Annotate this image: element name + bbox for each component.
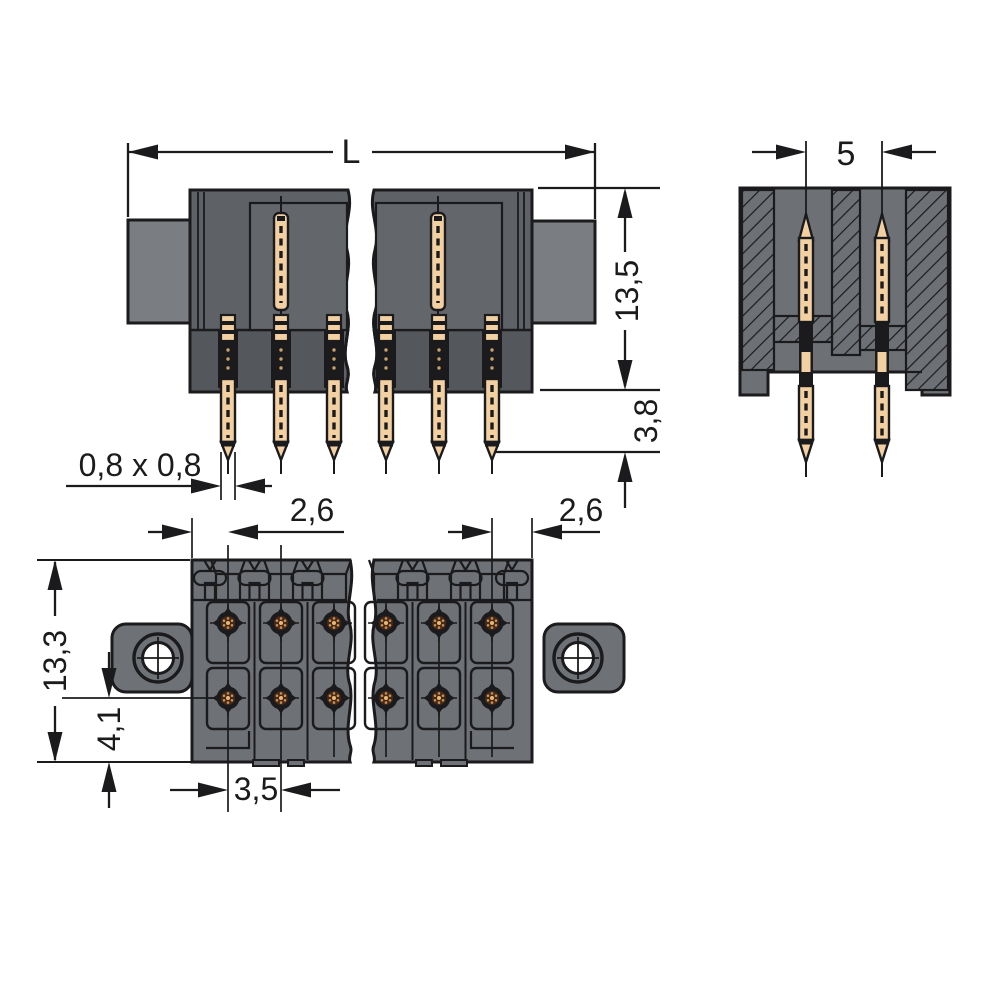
side-view: L 13,5 3,8 0,8 x 0,8: [66, 133, 664, 508]
section-pin: [873, 212, 891, 479]
dim-pin-length-label: 3,8: [628, 399, 664, 443]
dim-pin-pitch-label: 3,5: [234, 771, 278, 807]
solder-pin: [480, 313, 504, 476]
pcb-block-left: [126, 218, 192, 325]
dim-row-offset-label: 4,1: [91, 707, 127, 751]
dim-offset-left-label: 2,6: [290, 492, 334, 528]
solder-pin: [427, 313, 451, 476]
dimension-row-pitch: [752, 141, 936, 216]
dim-length-label: L: [342, 133, 361, 171]
section-pin: [797, 212, 815, 479]
dimension-length: [126, 143, 597, 219]
plan-view: 2,6 2,6 13,3 4,1: [37, 492, 626, 812]
pcb-block-right: [530, 219, 597, 325]
solder-pin: [374, 313, 398, 476]
dim-pin-square-label: 0,8 x 0,8: [79, 447, 202, 483]
back-row-pin: [272, 194, 290, 332]
mounting-flange-left: [110, 622, 194, 694]
housing-window-left: [248, 201, 349, 332]
hatched-wall-left: [740, 188, 776, 372]
cross-section-view: 5: [738, 135, 952, 479]
mounting-flange-right: [542, 622, 626, 694]
solder-pin: [269, 313, 293, 476]
back-row-pin: [429, 194, 447, 332]
hatched-wall-right: [904, 188, 950, 392]
dim-offset-right-label: 2,6: [559, 492, 603, 528]
dim-height-label: 13,5: [609, 260, 645, 322]
solder-pin: [216, 313, 240, 476]
dim-depth-label: 13,3: [37, 630, 73, 692]
solder-pin: [322, 313, 346, 476]
dim-row-pitch-label: 5: [837, 135, 856, 173]
hatched-wall-middle: [830, 188, 862, 357]
